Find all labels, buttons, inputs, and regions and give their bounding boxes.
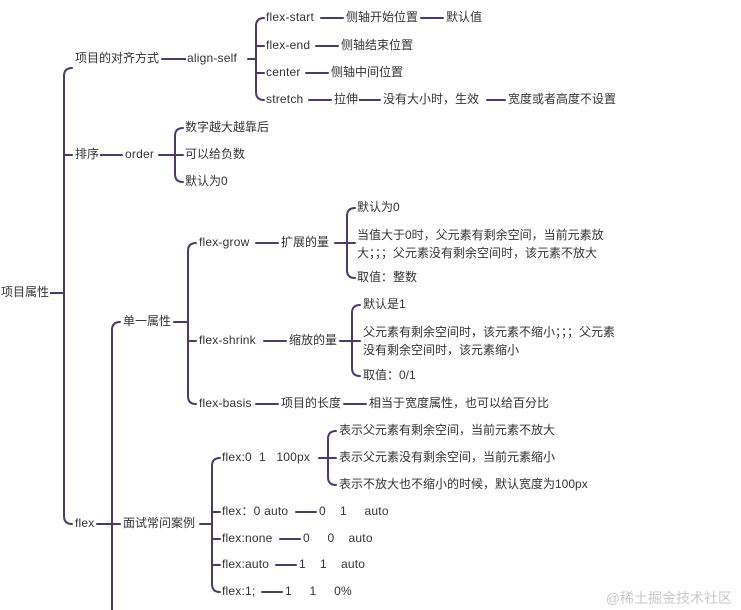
flex-1-key: flex:1; [221,584,257,599]
order-item-3: 默认为0 [184,174,229,189]
flex-end-key: flex-end [265,38,312,53]
flex-1-value: 1 1 0% [284,584,353,599]
case-item-1: 表示父元素有剩余空间，当前元素不放大 [338,423,557,438]
flex-shrink-item-1: 默认是1 [362,297,407,312]
stretch-key: stretch [265,92,305,107]
flex-auto-value: 1 1 auto [298,557,367,572]
flex-none-key: flex:none [221,531,274,546]
stretch-note-2: 宽度或者高度不设置 [507,92,618,107]
flex-basis-desc: 项目的长度 [280,396,343,411]
flex-shrink-desc: 缩放的量 [288,333,339,348]
case-item-3: 表示不放大也不缩小的时候，默认宽度为100px [338,477,589,492]
flex-0-1-100px-key: flex:0 1 100px [221,450,312,465]
flex-end-desc: 侧轴结束位置 [340,38,415,53]
flex-0-auto-value: 0 1 auto [318,504,390,519]
root-node: 项目属性 [0,285,51,300]
flex-group-label: flex [74,516,96,531]
align-self-key: align-self [186,51,239,66]
flex-shrink-item-2: 父元素有剩余空间时，该元素不缩小；；；父元素没有剩余空间时，该元素缩小 [363,325,616,357]
flex-shrink-item-3: 取值：0/1 [362,368,417,383]
center-desc: 侧轴中间位置 [330,65,405,80]
flex-grow-desc: 扩展的量 [280,235,331,250]
flex-basis-note: 相当于宽度属性，也可以给百分比 [368,396,551,411]
interview-cases-label: 面试常问案例 [122,516,197,531]
watermark: @稀土掘金技术社区 [605,590,732,606]
flex-grow-item-3: 取值：整数 [356,270,419,285]
order-item-1: 数字越大越靠后 [184,120,271,135]
flex-shrink-key: flex-shrink [198,333,257,348]
stretch-note-1: 没有大小时，生效 [382,92,481,107]
center-key: center [265,65,302,80]
flex-auto-key: flex:auto [221,557,271,572]
order-key: order [124,147,156,162]
stretch-desc: 拉伸 [333,92,360,107]
flex-start-default: 默认值 [445,10,484,25]
flex-basis-key: flex-basis [198,396,253,411]
flex-start-desc: 侧轴开始位置 [345,10,420,25]
flex-grow-item-1: 默认为0 [356,200,401,215]
flex-0-auto-key: flex：0 auto [221,504,290,519]
order-group-label: 排序 [74,147,101,162]
flex-grow-item-2: 当值大于0时，父元素有剩余空间，当前元素放大；；；父元素没有剩余空间时，该元素不… [357,228,604,260]
order-item-2: 可以给负数 [184,147,247,162]
case-item-2: 表示父元素没有剩余空间，当前元素缩小 [338,450,557,465]
single-props-label: 单一属性 [122,314,173,329]
flex-grow-key: flex-grow [198,235,251,250]
align-group-label: 项目的对齐方式 [74,51,161,66]
flex-start-key: flex-start [265,10,316,25]
flex-none-value: 0 0 auto [302,531,374,546]
